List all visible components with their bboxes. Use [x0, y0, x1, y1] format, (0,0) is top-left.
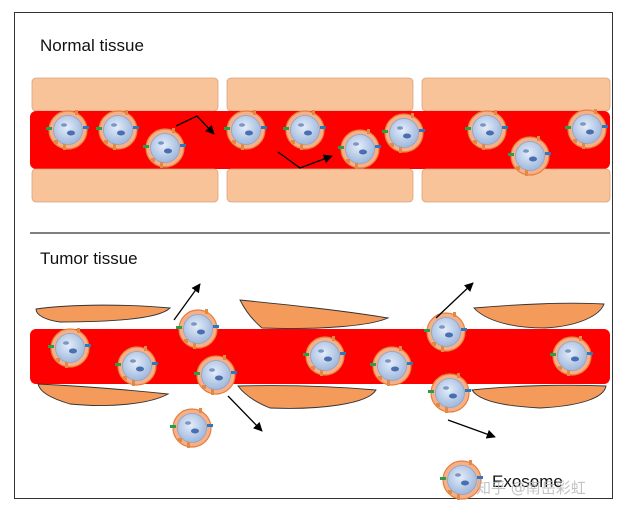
tumor-endothelium-bottom: [37, 383, 607, 409]
endothelial-cell: [31, 168, 219, 203]
endothelial-cell: [239, 299, 390, 329]
watermark: 知乎 @南岳彩虹: [476, 479, 586, 497]
endothelial-cell: [31, 77, 219, 112]
arrow: [227, 395, 263, 432]
endothelial-cell: [421, 77, 611, 112]
arrow: [173, 283, 201, 321]
normal-endothelium-top: [31, 77, 611, 112]
endothelial-cell: [473, 302, 605, 329]
legend: Exosome: [439, 459, 563, 501]
arrow: [175, 115, 215, 135]
arrow: [447, 419, 496, 439]
endothelial-cell: [35, 304, 171, 323]
legend-label: Exosome: [492, 472, 563, 491]
endothelial-cell: [37, 383, 170, 406]
endothelial-cell: [471, 384, 607, 409]
normal-tissue-title: Normal tissue: [40, 36, 144, 55]
endothelial-cell: [421, 168, 611, 203]
endothelial-cell: [237, 385, 377, 409]
endothelial-cell: [226, 168, 414, 203]
arrow: [435, 282, 474, 319]
tumor-tissue-title: Tumor tissue: [40, 249, 138, 268]
arrow: [277, 151, 333, 169]
tumor-escape-arrows: [173, 282, 496, 439]
exosome: [169, 407, 214, 449]
normal-endothelium-bottom: [31, 168, 611, 203]
tumor-endothelium-top: [35, 299, 605, 329]
normal-path-arrows: [175, 115, 333, 169]
endothelial-cell: [226, 77, 414, 112]
